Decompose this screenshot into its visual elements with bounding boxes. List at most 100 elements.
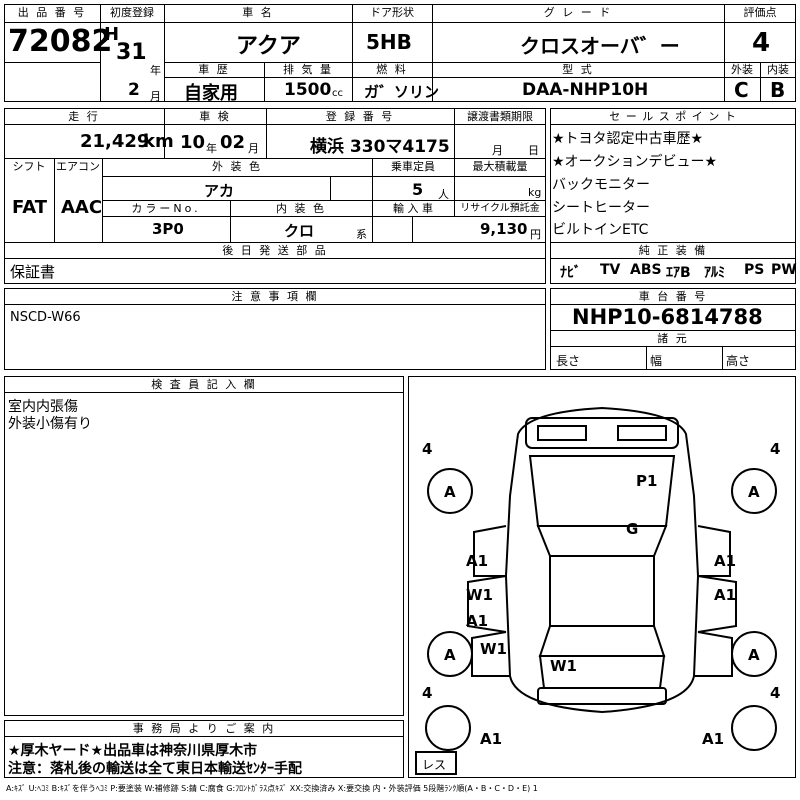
- score: 4: [752, 28, 771, 58]
- left-rear-mark: W1: [480, 640, 507, 658]
- recycle-label: リサイクル預託金: [460, 203, 540, 214]
- office-line-1: ★厚木ヤード★出品車は神奈川県厚木市: [8, 743, 258, 759]
- color-no-label: カラーNo.: [131, 202, 201, 215]
- color-label: 外 装 色: [212, 160, 262, 173]
- ext-score: C: [734, 78, 749, 102]
- top-section: [4, 4, 796, 102]
- inspector-line-1: 室内内張傷: [8, 399, 78, 415]
- interior-color: クロ: [284, 222, 315, 240]
- length-label: 長さ: [556, 354, 581, 368]
- sales-point-line-5: ビルトインETC: [552, 222, 649, 238]
- notes-label: 注 意 事 項 欄: [231, 290, 319, 303]
- tread-front-left: 4: [422, 440, 432, 458]
- spec-section: [4, 108, 546, 284]
- score-label: 評価点: [743, 6, 777, 19]
- office-label: 事 務 局 よ り ご 案 内: [132, 722, 276, 735]
- model-code: DAA-NHP10H: [522, 80, 649, 100]
- dims-label: 諸 元: [657, 332, 689, 345]
- rear-right-mark: A1: [702, 730, 724, 748]
- equipment-ps: PS: [744, 262, 765, 278]
- tread-front-right: 4: [770, 440, 780, 458]
- chassis-label: 車 台 番 号: [638, 290, 708, 303]
- equipment-alloy: ｱﾙﾐ: [704, 265, 725, 281]
- equipment-airbag: ｴｱB: [666, 265, 691, 281]
- reg-year-unit: 年: [150, 64, 161, 77]
- windshield-mark: G: [626, 520, 638, 538]
- lot-label: 出 品 番 号: [17, 6, 87, 19]
- capacity-unit: 人: [438, 188, 449, 201]
- left-door-w-mark: W1: [466, 586, 493, 604]
- reg-year: 31: [116, 40, 147, 65]
- transfer-day-unit: 日: [528, 144, 539, 157]
- tread-rear-right: 4: [770, 684, 780, 702]
- reg-month: 2: [128, 80, 140, 100]
- car-name-label: 車 名: [242, 6, 274, 19]
- width-label: 幅: [650, 354, 663, 368]
- int-score-label: 内装: [767, 63, 789, 76]
- equipment-label: 純 正 装 備: [638, 244, 708, 257]
- office-section: [4, 720, 404, 778]
- displacement: 1500: [284, 80, 332, 100]
- insp-month-unit: 月: [248, 142, 259, 155]
- mileage: 21,429: [80, 131, 150, 152]
- door-type: 5HB: [366, 30, 412, 54]
- fuel: ガ゛ソリン: [364, 83, 440, 101]
- wheel-front-left: A: [444, 483, 456, 501]
- car-diagram: [408, 376, 796, 778]
- left-door-a-mark: A1: [466, 612, 488, 630]
- sales-point-section: [550, 108, 796, 284]
- inspector-line-2: 外装小傷有り: [8, 416, 92, 432]
- chassis-number: NHP10-6814788: [572, 305, 763, 329]
- insp-year: 10: [180, 132, 206, 153]
- sales-point-line-3: バックモニター: [552, 177, 650, 193]
- office-line-2: 注意：落札後の輸送は全て東日本輸送ｾﾝﾀｰ手配: [8, 761, 302, 777]
- equipment-abs: ABS: [630, 262, 662, 278]
- chassis-section: [550, 288, 796, 370]
- exterior-color: アカ: [204, 182, 235, 200]
- height-label: 高さ: [726, 354, 751, 368]
- tread-rear-left: 4: [422, 684, 432, 702]
- load-label: 最大積載量: [472, 160, 528, 173]
- reg-month-unit: 月: [150, 90, 161, 103]
- shift-label: シフト: [12, 160, 46, 173]
- mileage-label: 走 行: [68, 110, 100, 123]
- sales-point-label: セ ー ル ス ポ イ ン ト: [609, 110, 737, 123]
- notes-section: [4, 288, 546, 370]
- ext-score-label: 外装: [731, 63, 753, 76]
- recycle-unit: 円: [530, 228, 541, 241]
- capacity-label: 乗車定員: [391, 160, 435, 173]
- sales-point-line-2: ★オークションデビュー★: [552, 154, 718, 170]
- left-fender-mark: A1: [466, 552, 488, 570]
- equipment-pw: PW: [771, 262, 797, 278]
- shift: FAT: [12, 197, 48, 218]
- wheel-rear-right: A: [748, 646, 760, 664]
- model-label: 型 式: [562, 63, 594, 76]
- era: H: [104, 24, 120, 45]
- plate-label: 登 録 番 号: [325, 110, 395, 123]
- car-name: アクア: [236, 34, 301, 59]
- disp-label: 排 気 量: [283, 63, 333, 76]
- capacity: 5: [412, 180, 424, 199]
- sales-point-line-4: シートヒーター: [552, 200, 650, 216]
- int-color-unit: 系: [356, 228, 367, 241]
- later-parts-label: 後 日 発 送 部 品: [222, 244, 328, 257]
- right-door-mark: A1: [714, 586, 736, 604]
- rear-left-mark: A1: [480, 730, 502, 748]
- recycle-fee: 9,130: [480, 220, 528, 238]
- insp-month: 02: [220, 132, 246, 153]
- no-spare-mark: レス: [422, 758, 446, 772]
- door-label: ドア形状: [370, 6, 414, 19]
- plate-number: 横浜 330マ4175: [310, 137, 450, 157]
- disp-unit: cc: [332, 88, 343, 99]
- mileage-unit: km: [143, 131, 174, 152]
- transfer-label: 譲渡書類期限: [467, 110, 533, 123]
- wheel-front-right: A: [748, 483, 760, 501]
- rear-glass-mark: W1: [550, 657, 577, 675]
- equipment-tv: TV: [600, 262, 621, 278]
- grade-label: グ レ ー ド: [543, 6, 613, 19]
- inspector-section: [4, 376, 404, 716]
- transfer-month-unit: 月: [492, 144, 503, 157]
- history: 自家用: [184, 83, 238, 104]
- inspection-label: 車 検: [199, 110, 231, 123]
- notes-text: NSCD-W66: [10, 310, 81, 325]
